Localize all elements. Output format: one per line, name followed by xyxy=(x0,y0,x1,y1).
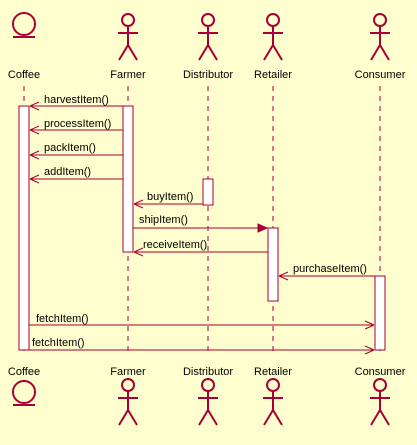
message: shipItem() xyxy=(133,214,269,233)
arrowhead-icon xyxy=(133,199,144,209)
activation-distributor xyxy=(202,178,214,206)
participant-name-farmer: Farmer xyxy=(110,366,146,378)
participant-name-retailer: Retailer xyxy=(254,366,292,378)
message-label: harvestItem() xyxy=(44,94,109,106)
arrowhead-icon xyxy=(29,174,40,184)
message: packItem() xyxy=(29,142,123,160)
actor-icon xyxy=(370,378,390,426)
participant-names-bottom: Coffee Farmer Distributor Retailer Consu… xyxy=(8,366,406,378)
participant-name-distributor: Distributor xyxy=(183,69,233,81)
message-label: buyItem() xyxy=(147,191,193,203)
actor-icon xyxy=(370,13,390,61)
arrowhead-icon xyxy=(29,150,40,160)
participant-heads-top xyxy=(12,12,390,61)
activation-retailer xyxy=(267,227,279,302)
message: buyItem() xyxy=(133,191,203,209)
actor-icon xyxy=(118,378,138,426)
message: receiveItem() xyxy=(133,239,268,257)
messages: harvestItem() processItem() packItem() a… xyxy=(29,94,375,355)
entity-icon xyxy=(12,380,36,406)
participant-name-retailer: Retailer xyxy=(254,69,292,81)
participant-names-top: Coffee Farmer Distributor Retailer Consu… xyxy=(8,69,406,81)
message: harvestItem() xyxy=(29,94,123,111)
arrowhead-icon xyxy=(278,271,289,281)
arrowhead-icon xyxy=(364,320,375,330)
message-label: purchaseItem() xyxy=(293,263,367,275)
message: addItem() xyxy=(29,166,123,184)
message-label: fetchItem() xyxy=(36,313,89,325)
actor-icon xyxy=(198,13,218,61)
message-label: shipItem() xyxy=(139,214,188,226)
entity-icon xyxy=(12,12,36,38)
participant-name-coffee: Coffee xyxy=(8,366,40,378)
activation-coffee xyxy=(18,105,30,351)
arrowhead-icon xyxy=(29,101,40,111)
actor-icon xyxy=(198,378,218,426)
message-label: packItem() xyxy=(44,142,96,154)
participant-heads-bottom xyxy=(12,378,390,426)
message: fetchItem() xyxy=(29,337,375,355)
activation-farmer xyxy=(122,105,134,253)
participant-name-coffee: Coffee xyxy=(8,69,40,81)
actor-icon xyxy=(263,378,283,426)
participant-name-consumer: Consumer xyxy=(355,69,406,81)
message-label: processItem() xyxy=(44,118,111,130)
activation-consumer xyxy=(374,275,386,351)
activations xyxy=(18,105,386,351)
message-label: fetchItem() xyxy=(32,337,85,349)
participant-name-distributor: Distributor xyxy=(183,366,233,378)
message-label: addItem() xyxy=(44,166,91,178)
message: processItem() xyxy=(29,118,123,135)
actor-icon xyxy=(118,13,138,61)
arrowhead-icon xyxy=(257,223,269,233)
message: purchaseItem() xyxy=(278,263,375,281)
participant-name-consumer: Consumer xyxy=(355,366,406,378)
participant-name-farmer: Farmer xyxy=(110,69,146,81)
arrowhead-icon xyxy=(364,345,375,355)
message-label: receiveItem() xyxy=(143,239,207,251)
message: fetchItem() xyxy=(29,313,375,330)
actor-icon xyxy=(263,13,283,61)
arrowhead-icon xyxy=(133,247,144,257)
arrowhead-icon xyxy=(29,125,40,135)
